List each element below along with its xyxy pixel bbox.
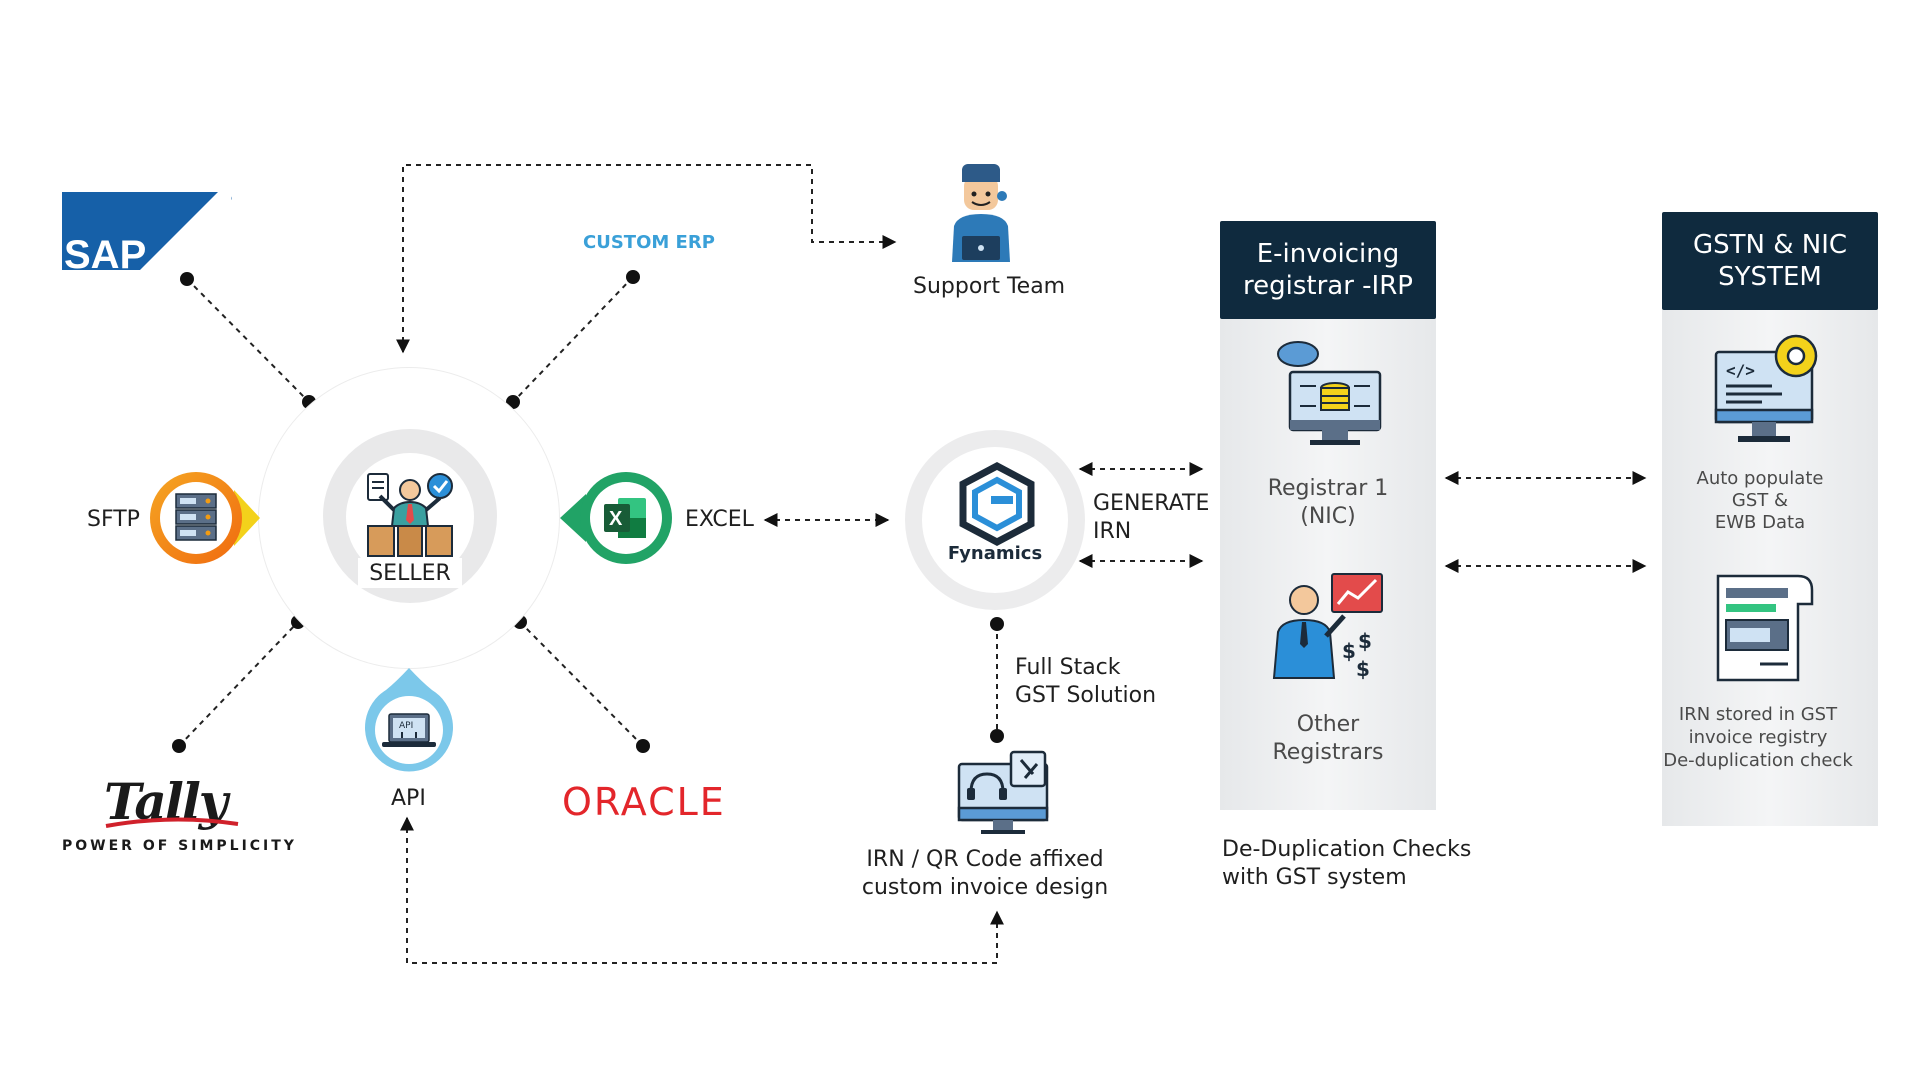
irn-qr-label-line1: IRN / QR Code affixed [866, 847, 1104, 872]
oracle-spoke [519, 621, 644, 747]
auto-populate-line1: Auto populate [1696, 468, 1824, 489]
seller-label-bg [358, 558, 462, 588]
sftp-label: SFTP [87, 507, 140, 532]
api-label: API [391, 786, 426, 811]
api-node: API [362, 668, 456, 776]
seller-label: SELLER [369, 561, 451, 586]
svg-text:®: ® [230, 192, 232, 205]
generate-irn-label-line1: GENERATE [1093, 491, 1210, 516]
irn-stored-line2: invoice registry [1688, 727, 1828, 748]
excel-icon: X [604, 498, 646, 538]
sap-logo-text: SAP [64, 233, 146, 272]
generate-irn-label-line2: IRN [1093, 519, 1132, 544]
svg-text:$: $ [1358, 629, 1372, 653]
gstn-title-line1: GSTN & NIC [1692, 230, 1848, 260]
auto-populate-line3: EWB Data [1714, 512, 1806, 533]
svg-text:X: X [609, 508, 623, 530]
finance-person-icon: $ $ $ [1272, 572, 1384, 684]
server-icon [175, 493, 217, 541]
oracle-logo: ORACLE [562, 780, 726, 824]
svg-text:</>: </> [1726, 361, 1755, 380]
irn-stored-line1: IRN stored in GST [1678, 704, 1838, 725]
other-registrars-line2: Registrars [1272, 740, 1384, 765]
seller-support-connector [396, 164, 897, 354]
fynamics-logo-icon [955, 462, 1039, 546]
auto-populate-line2: GST & [1731, 490, 1789, 511]
svg-text:API: API [399, 721, 413, 731]
sftp-node [148, 470, 260, 566]
irp-panel-header: E-invoicing registrar -IRP [1220, 221, 1436, 319]
registrar1-line2: (NIC) [1300, 504, 1356, 529]
svg-text:$: $ [1356, 657, 1370, 681]
svg-text:$: $ [1342, 639, 1356, 663]
invoice-document-icon [1714, 572, 1818, 684]
full-stack-label-line2: GST Solution [1015, 683, 1157, 708]
api-invoice-connector [400, 816, 1004, 964]
seller-icon [364, 470, 456, 560]
support-agent-icon [950, 164, 1012, 262]
irp-title-line1: E-invoicing [1256, 239, 1400, 269]
custom-erp-spoke [512, 276, 634, 403]
sap-spoke [186, 278, 310, 403]
irn-qr-label-line2: custom invoice design [861, 875, 1109, 900]
tally-logo: Tally POWER OF SIMPLICITY [62, 772, 294, 856]
helpdesk-monitor-icon [955, 750, 1051, 836]
api-icon: API [382, 713, 436, 747]
dedup-label-line1: De-Duplication Checks [1222, 837, 1472, 862]
code-settings-monitor-icon: </> [1712, 330, 1824, 452]
cloud-database-monitor-icon [1270, 336, 1382, 448]
excel-node: X [560, 470, 674, 566]
sap-logo: ® SAP [62, 192, 241, 277]
full-stack-label-line1: Full Stack [1015, 655, 1121, 680]
fynamics-inner [922, 447, 1068, 593]
custom-erp-label: CUSTOM ERP [583, 232, 715, 253]
irn-stored-line3: De-duplication check [1663, 750, 1853, 771]
tally-tagline: POWER OF SIMPLICITY [62, 838, 297, 854]
registrar1-line1: Registrar 1 [1267, 476, 1389, 501]
dedup-label-line2: with GST system [1222, 865, 1407, 890]
other-registrars-line1: Other [1296, 712, 1360, 737]
irp-title-line2: registrar -IRP [1243, 271, 1413, 301]
fynamics-label: Fynamics [947, 543, 1043, 564]
support-team-label: Support Team [913, 274, 1066, 299]
gstn-title-line2: SYSTEM [1718, 262, 1822, 292]
tally-spoke [178, 621, 299, 747]
gstn-panel-header: GSTN & NIC SYSTEM [1662, 212, 1878, 310]
excel-label: EXCEL [685, 507, 754, 532]
